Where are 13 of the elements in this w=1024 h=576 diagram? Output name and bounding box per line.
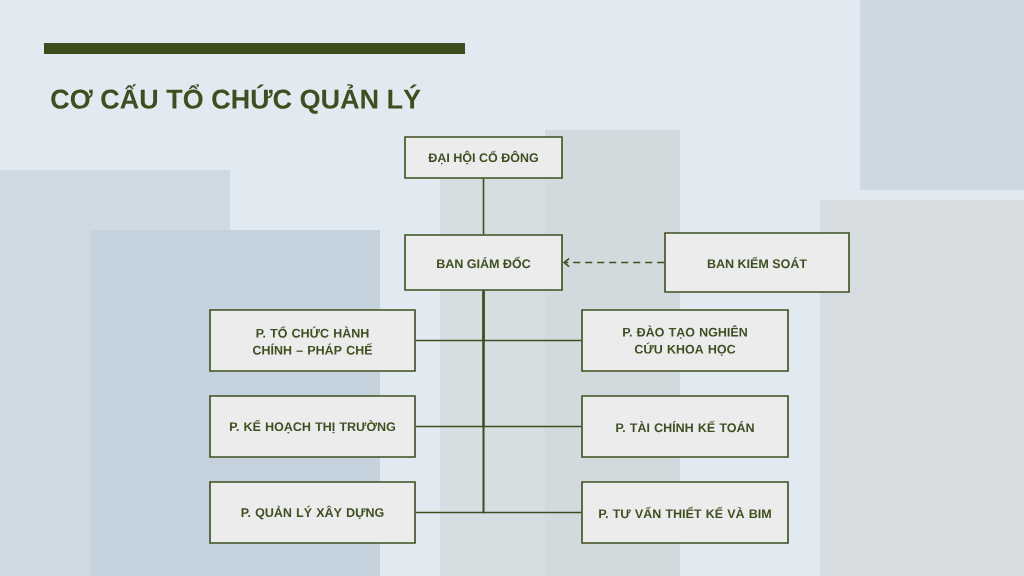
org-box: BAN KIỂM SOÁT (664, 232, 850, 293)
org-box: P. KẾ HOẠCH THỊ TRƯỜNG (209, 395, 416, 458)
org-box: P. TƯ VẤN THIẾT KẾ VÀ BIM (581, 481, 789, 544)
title: CƠ CẤU TỔ CHỨC QUẢN LÝ (51, 84, 421, 114)
connector-line (482, 178, 485, 235)
org-box: P. QUẢN LÝ XÂY DỰNG (209, 481, 416, 544)
org-box: BAN GIÁM ĐỐC (404, 234, 563, 291)
connector-line (482, 290, 582, 514)
connector-line (562, 257, 665, 268)
org-box: P. TÀI CHÍNH KẾ TOÁN (581, 395, 789, 458)
org-box: P. TỔ CHỨC HÀNH CHÍNH – PHÁP CHẾ (209, 309, 416, 372)
org-box: ĐẠI HỘI CỔ ĐÔNG (404, 136, 563, 179)
org-box: P. ĐÀO TẠO NGHIÊN CỨU KHOA HỌC (581, 309, 789, 372)
